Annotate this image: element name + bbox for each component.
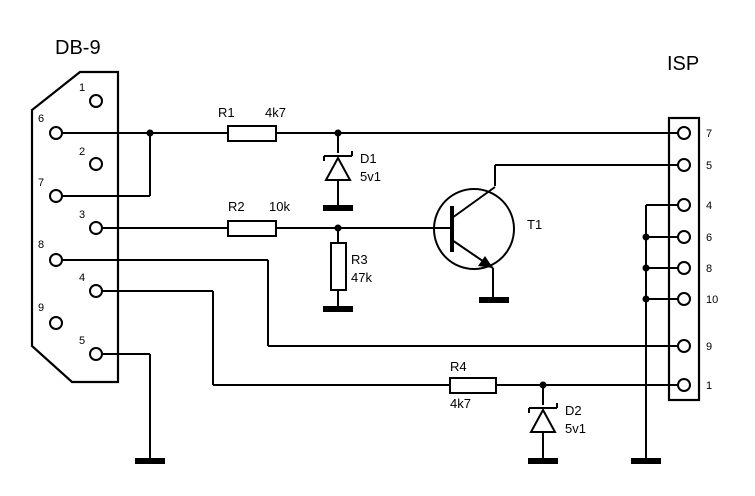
db9-pin-1 xyxy=(89,94,103,108)
d1-triangle xyxy=(324,155,352,181)
junction-isp8 xyxy=(642,264,650,272)
isp-pin-4 xyxy=(677,198,691,212)
isp-pin-5 xyxy=(677,158,691,172)
isp-pin-6 xyxy=(677,230,691,244)
db9-pin-6 xyxy=(49,126,63,140)
junction-isp10 xyxy=(642,295,650,303)
isp-pin-9-label: 9 xyxy=(706,341,712,353)
junction-d1 xyxy=(334,129,342,137)
d1-ref: D1 xyxy=(360,151,377,166)
resistor-r1: R1 4k7 xyxy=(218,105,286,142)
d1-value: 5v1 xyxy=(360,169,381,184)
resistor-r4: R4 4k7 xyxy=(449,359,497,411)
ground-d1 xyxy=(323,205,353,211)
db9-pin-9-label: 9 xyxy=(38,302,44,314)
r1-value: 4k7 xyxy=(265,105,286,120)
r2-value: 10k xyxy=(269,199,290,214)
db9-pin-2-label: 2 xyxy=(79,146,85,158)
r4-value: 4k7 xyxy=(450,396,471,411)
db9-pin-4 xyxy=(89,284,103,298)
db9-shell xyxy=(30,70,120,384)
isp-pin-10-label: 10 xyxy=(706,294,718,306)
db9-pin-3 xyxy=(89,221,103,235)
isp-pin-10 xyxy=(677,292,691,306)
db9-pin-8 xyxy=(49,253,63,267)
r2-body xyxy=(227,220,277,237)
r4-ref: R4 xyxy=(450,359,467,374)
ground-r3 xyxy=(323,306,353,312)
db9-pin-4-label: 4 xyxy=(79,272,85,284)
isp-pin-7-label: 7 xyxy=(706,128,712,140)
d2-ref: D2 xyxy=(565,403,582,418)
db9-pin-8-label: 8 xyxy=(38,239,44,251)
isp-pin-1-label: 1 xyxy=(706,380,712,392)
isp-pin-8 xyxy=(677,261,691,275)
db9-pin-2 xyxy=(89,157,103,171)
r3-ref: R3 xyxy=(351,252,368,267)
isp-pin-8-label: 8 xyxy=(706,263,712,275)
junction-db6-db7 xyxy=(146,129,154,137)
zener-diode-d2: D2 5v1 xyxy=(528,403,586,436)
db9-pin-7 xyxy=(49,189,63,203)
r2-ref: R2 xyxy=(228,199,245,214)
zener-diode-d1: D1 5v1 xyxy=(323,151,381,184)
r3-body xyxy=(330,242,347,291)
d2-value: 5v1 xyxy=(565,421,586,436)
db9-pin-5 xyxy=(89,347,103,361)
t1-body xyxy=(433,188,515,270)
resistor-r2: R2 10k xyxy=(227,199,290,237)
isp-title: ISP xyxy=(667,53,699,75)
grounds xyxy=(135,205,661,464)
db9-pin-7-label: 7 xyxy=(38,177,44,189)
t1-ref: T1 xyxy=(527,217,542,232)
ground-db5 xyxy=(135,458,165,464)
isp-pin-6-label: 6 xyxy=(706,232,712,244)
d2-triangle xyxy=(529,407,557,433)
db9-pin-5-label: 5 xyxy=(79,335,85,347)
db9-pin-9 xyxy=(49,316,63,330)
junction-isp6 xyxy=(642,233,650,241)
resistor-r3: R3 47k xyxy=(330,242,372,291)
isp-pin-1 xyxy=(677,378,691,392)
r1-ref: R1 xyxy=(218,105,235,120)
r3-value: 47k xyxy=(351,270,372,285)
isp-shell xyxy=(667,116,701,402)
db9-pin-6-label: 6 xyxy=(38,113,44,125)
isp-pin-7 xyxy=(677,126,691,140)
ground-t1 xyxy=(479,297,509,303)
wires xyxy=(62,129,678,460)
ground-d2 xyxy=(528,458,558,464)
r1-body xyxy=(227,125,277,142)
db9-pin-3-label: 3 xyxy=(79,209,85,221)
db9-title: DB-9 xyxy=(55,37,101,59)
r4-body xyxy=(449,377,497,394)
ground-isp xyxy=(631,458,661,464)
db9-connector: DB-9 1 6 2 7 3 8 4 9 5 xyxy=(30,37,120,384)
isp-pin-9 xyxy=(677,339,691,353)
isp-pin-4-label: 4 xyxy=(706,200,712,212)
db9-pin-1-label: 1 xyxy=(79,82,85,94)
isp-connector: ISP 7 5 4 6 8 10 9 1 xyxy=(667,53,718,402)
transistor-t1: T1 xyxy=(433,186,542,270)
isp-pin-5-label: 5 xyxy=(706,160,712,172)
t1-emitter-arrow xyxy=(478,256,493,268)
t1-collector-lead xyxy=(451,186,496,219)
